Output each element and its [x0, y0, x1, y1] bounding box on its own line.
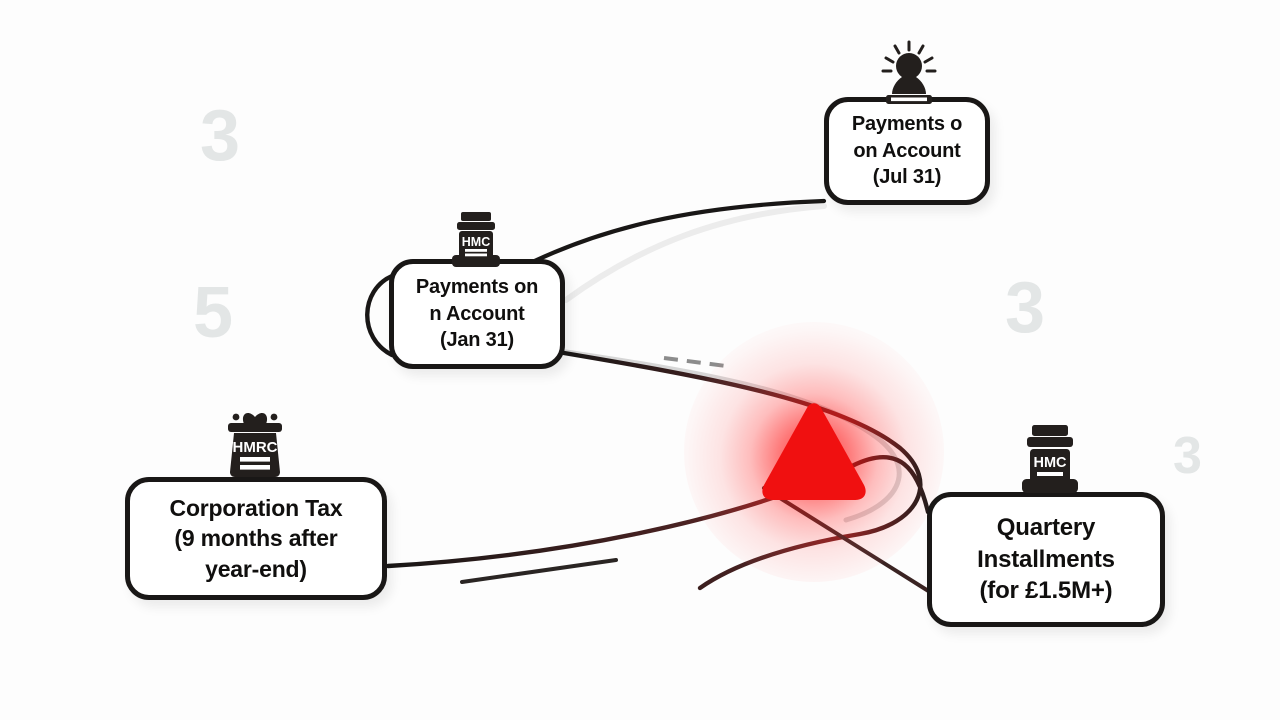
node-corporation-tax[interactable]: Corporation Tax (9 months after year-end… — [125, 477, 387, 600]
connector-alert-to-qi — [762, 486, 932, 594]
node-label: Corporation Tax (9 months after year-end… — [169, 494, 343, 582]
background-number-5-mid-left: 5 — [193, 273, 234, 353]
node-label: Payments on n Account (Jan 31) — [415, 275, 539, 352]
background-number-3-far-right: 3 — [1173, 427, 1202, 485]
svg-text:HMRC: HMRC — [233, 439, 278, 456]
stamp-hmrc-icon: HMRC — [228, 413, 282, 477]
connector-ct-to-qi — [385, 454, 931, 569]
connector-dashed-stub — [663, 356, 727, 368]
connector-jan31-to-jul31 — [517, 198, 827, 271]
connector-stub-line — [460, 558, 618, 584]
node-payments-on-account-jan[interactable]: Payments on n Account (Jan 31) — [389, 259, 565, 369]
alert-triangle-group — [684, 322, 944, 582]
connector-ghost-arc — [563, 349, 902, 523]
node-label: Payments o on Account (Jul 31) — [851, 112, 963, 189]
connector-jan31-to-qi — [561, 350, 923, 591]
connector-ghost-top — [563, 203, 827, 303]
stamp-hmc-icon-qi: HMC — [1022, 425, 1078, 493]
background-number-3-top-left: 3 — [200, 96, 241, 176]
alert-glow — [684, 322, 944, 582]
node-quarterly-installments[interactable]: Quartery Installments (for £1.5M+) — [927, 492, 1165, 627]
background-number-3-mid-right: 3 — [1005, 268, 1046, 348]
node-payments-on-account-jul[interactable]: Payments o on Account (Jul 31) — [824, 97, 990, 205]
svg-text:HMC: HMC — [1033, 455, 1067, 471]
svg-text:HMC: HMC — [462, 235, 490, 249]
alert-triangle-icon — [762, 403, 866, 500]
node-label: Quartery Installments (for £1.5M+) — [977, 513, 1115, 605]
